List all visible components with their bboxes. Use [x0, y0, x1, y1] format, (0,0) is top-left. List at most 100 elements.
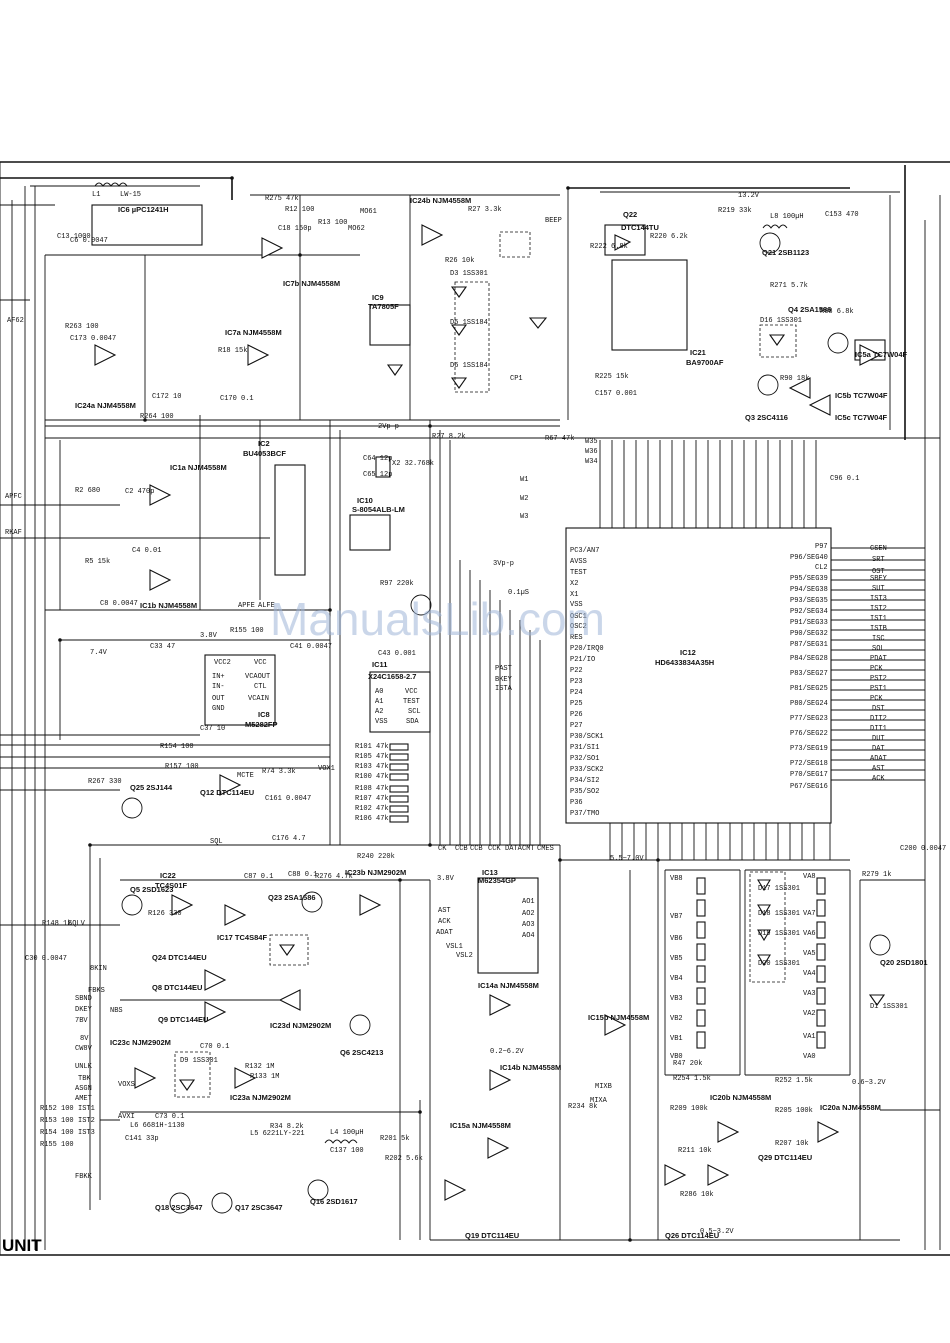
component-label: R106 47k: [355, 815, 389, 823]
component-label: VCAIN: [248, 695, 269, 703]
component-label: ISTB: [870, 625, 887, 633]
component-label: SQLV: [68, 920, 86, 928]
watermark: ManualsLib.com: [270, 593, 605, 645]
component-label: 2Vp-p: [378, 423, 399, 431]
diode-array-outline: [269, 934, 309, 966]
resistor-symbol: [816, 943, 826, 961]
component-label: L1: [92, 191, 100, 199]
component-label: SUT: [872, 585, 885, 593]
diode-symbol: [450, 324, 468, 336]
component-label: P87/SEG31: [790, 641, 828, 649]
component-label: SOL: [872, 645, 885, 653]
component-label: R34 8.2k: [270, 1123, 304, 1131]
component-label: TEST: [403, 698, 420, 706]
ic-blocks: [91, 204, 886, 974]
component-label: BEEP: [545, 217, 562, 225]
component-label: VB2: [670, 1015, 683, 1023]
crystal-symbol: [375, 456, 391, 478]
diode-symbol: [386, 364, 404, 376]
component-label: R154 100: [40, 1129, 74, 1137]
component-label: MCTE: [237, 772, 254, 780]
resistor-symbol: [696, 943, 706, 961]
resistor-symbol: [696, 1009, 706, 1027]
component-label: R271 5.7k: [770, 282, 808, 290]
diode-symbol: [757, 904, 771, 917]
component-label: D19 1SS301: [758, 930, 800, 938]
component-label: C157 0.001: [595, 390, 637, 398]
resistor-symbol: [696, 965, 706, 983]
component-label: ACK: [438, 918, 451, 926]
component-label: OSC2: [570, 623, 587, 631]
component-label: M5282FP: [245, 720, 278, 729]
transistor-symbol: [759, 232, 781, 254]
component-label: GND: [212, 705, 225, 713]
transistor-digital-symbol: [204, 969, 227, 991]
component-label: C153 470: [825, 211, 859, 219]
component-label: DKEY: [75, 1006, 93, 1014]
component-label: IC10: [357, 496, 373, 505]
component-label: R234 8k: [568, 1103, 597, 1111]
component-label: R211 10k: [678, 1147, 712, 1155]
component-label: R126 330: [148, 910, 182, 918]
resistor-symbol: [816, 921, 826, 939]
component-label: P84/SEG28: [790, 655, 828, 663]
component-label: R201 5k: [380, 1135, 409, 1143]
component-label: VCAOUT: [245, 673, 270, 681]
component-label: P80/SEG24: [790, 700, 828, 708]
component-label: P22: [570, 667, 583, 675]
component-label: IC5a TC7W04F: [855, 350, 908, 359]
opamp-symbol: [489, 1069, 512, 1091]
resistor-symbol: [696, 1031, 706, 1049]
component-label: R90 18k: [780, 375, 809, 383]
component-label: PDAT: [870, 655, 887, 663]
resistor-symbol: [389, 785, 409, 793]
component-label: R26 10k: [445, 257, 474, 265]
component-label: AO2: [522, 910, 535, 918]
ic-block: [91, 204, 203, 246]
component-label: R267 330: [88, 778, 122, 786]
component-label: C96 0.1: [830, 475, 859, 483]
component-label: Q21 2SB1123: [762, 248, 809, 257]
component-label: R101 47k: [355, 743, 389, 751]
component-label: VB6: [670, 935, 683, 943]
component-label: S-8054ALB-LM: [352, 505, 405, 514]
opamp-symbol: [134, 1067, 157, 1089]
component-label: C65 12p: [363, 471, 392, 479]
opamp-symbol: [614, 234, 632, 251]
component-label: CL2: [815, 564, 828, 572]
component-label: TBK: [78, 1075, 91, 1083]
component-label: OST: [872, 568, 885, 576]
component-label: RES: [570, 634, 583, 642]
component-label: R154 100: [160, 743, 194, 751]
sheet-frame: [0, 161, 950, 1256]
diode-array-outline: [759, 324, 797, 358]
component-label: R132 1M: [245, 1063, 274, 1071]
component-label: Q5 2SD1623: [130, 885, 173, 894]
component-label: TA7805F: [368, 302, 399, 311]
opamp-symbol: [224, 904, 247, 926]
component-label: C4 0.01: [132, 547, 161, 555]
component-label: VSS: [570, 601, 583, 609]
component-label: W2: [520, 495, 528, 503]
component-label: LW-15: [120, 191, 141, 199]
component-label: R103 47k: [355, 763, 389, 771]
component-label: VCC: [405, 688, 418, 696]
component-label: W1: [520, 476, 528, 484]
component-label: C33 47: [150, 643, 175, 651]
component-label: OSC1: [570, 613, 587, 621]
component-label: R202 5.6k: [385, 1155, 423, 1163]
component-label: P96/SEG40: [790, 554, 828, 562]
component-label: Q29 DTC114EU: [758, 1153, 812, 1162]
component-label: P32/SO1: [570, 755, 599, 763]
component-label: R207 10k: [775, 1140, 809, 1148]
component-label: D17 1SS301: [758, 885, 800, 893]
component-label: IC1a NJM4558M: [170, 463, 227, 472]
component-label: L4 100µH: [330, 1129, 364, 1137]
diode-symbol: [178, 1079, 196, 1091]
opamp-symbol: [261, 237, 284, 259]
opamp-symbol: [94, 344, 117, 366]
opamp-symbol: [234, 1067, 257, 1089]
resistor-symbol: [816, 965, 826, 983]
opamp-symbol: [817, 1121, 840, 1143]
component-label: PST2: [870, 675, 887, 683]
